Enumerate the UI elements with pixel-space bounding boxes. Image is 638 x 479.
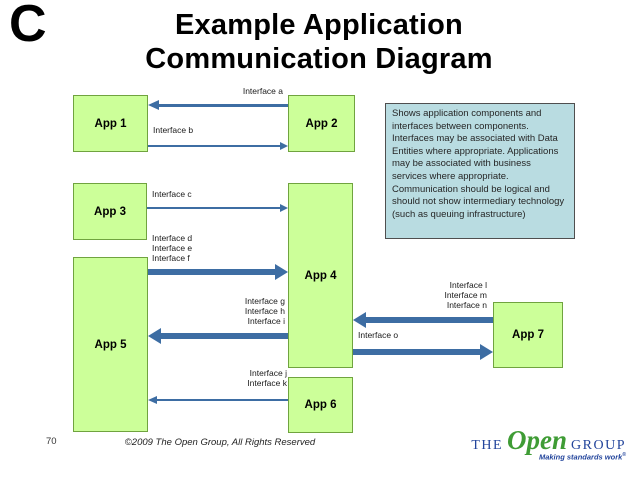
- slide-title: Example Application Communication Diagra…: [0, 8, 638, 76]
- arrow-interface-ghi: [160, 333, 288, 339]
- logo-word-open: Open: [507, 425, 568, 455]
- app-3-node: App 3: [73, 183, 147, 240]
- open-group-logo-wordmark: THE Open GROUP: [466, 427, 626, 454]
- arrow-interface-o: [353, 349, 481, 355]
- arrow-interface-lmn: [365, 317, 493, 323]
- arrowhead-interface-o: [480, 344, 493, 360]
- arrowhead-interface-a: [148, 100, 159, 110]
- title-line-2: Communication Diagram: [145, 43, 493, 75]
- logo-word-the: THE: [471, 438, 504, 453]
- edge-label-interface-def: Interface d Interface e Interface f: [152, 233, 193, 263]
- app-3-label: App 3: [94, 205, 126, 218]
- edge-label-interface-jk: Interface j Interface k: [247, 368, 287, 388]
- arrow-interface-def: [148, 269, 276, 275]
- edge-label-interface-lmn: Interface l Interface m Interface n: [444, 280, 487, 310]
- app-2-label: App 2: [305, 117, 338, 130]
- app-2-node: App 2: [288, 95, 355, 152]
- arrow-interface-jk: [156, 399, 288, 401]
- arrowhead-interface-def: [275, 264, 288, 280]
- arrow-interface-c: [147, 207, 281, 209]
- edge-label-interface-o: Interface o: [358, 330, 399, 340]
- app-1-node: App 1: [73, 95, 148, 152]
- app-5-node: App 5: [73, 257, 148, 432]
- app-4-node: App 4: [288, 183, 353, 368]
- edge-label-interface-b: Interface b: [153, 125, 194, 135]
- arrow-interface-b: [148, 145, 281, 147]
- app-4-label: App 4: [304, 269, 337, 282]
- app-7-node: App 7: [493, 302, 563, 368]
- arrowhead-interface-b: [280, 142, 288, 150]
- app-6-node: App 6: [288, 377, 353, 433]
- arrowhead-interface-jk: [148, 396, 157, 404]
- logo-tagline: Making standards work®: [538, 452, 626, 462]
- open-group-logo: THE Open GROUP Making standards work®: [466, 427, 626, 462]
- arrowhead-interface-lmn: [353, 312, 366, 328]
- note-box: Shows application components and interfa…: [385, 103, 575, 239]
- title-line-1: Example Application: [175, 9, 463, 41]
- logo-word-group: GROUP: [571, 438, 626, 453]
- edge-label-interface-a: Interface a: [242, 86, 283, 96]
- registered-mark: ®: [622, 452, 626, 458]
- copyright-text: ©2009 The Open Group, All Rights Reserve…: [124, 437, 316, 448]
- note-text: Shows application components and interfa…: [392, 108, 565, 220]
- app-6-label: App 6: [304, 399, 337, 411]
- page-number: 70: [46, 436, 57, 447]
- arrowhead-interface-c: [280, 204, 288, 212]
- section-letter: C: [9, 0, 47, 53]
- arrowhead-interface-ghi: [148, 328, 161, 344]
- arrow-interface-a: [158, 104, 288, 107]
- app-7-label: App 7: [512, 329, 544, 341]
- app-5-label: App 5: [94, 338, 127, 351]
- edge-label-interface-c: Interface c: [152, 189, 192, 199]
- app-1-label: App 1: [94, 117, 127, 130]
- edge-label-interface-ghi: Interface g Interface h Interface i: [244, 296, 285, 326]
